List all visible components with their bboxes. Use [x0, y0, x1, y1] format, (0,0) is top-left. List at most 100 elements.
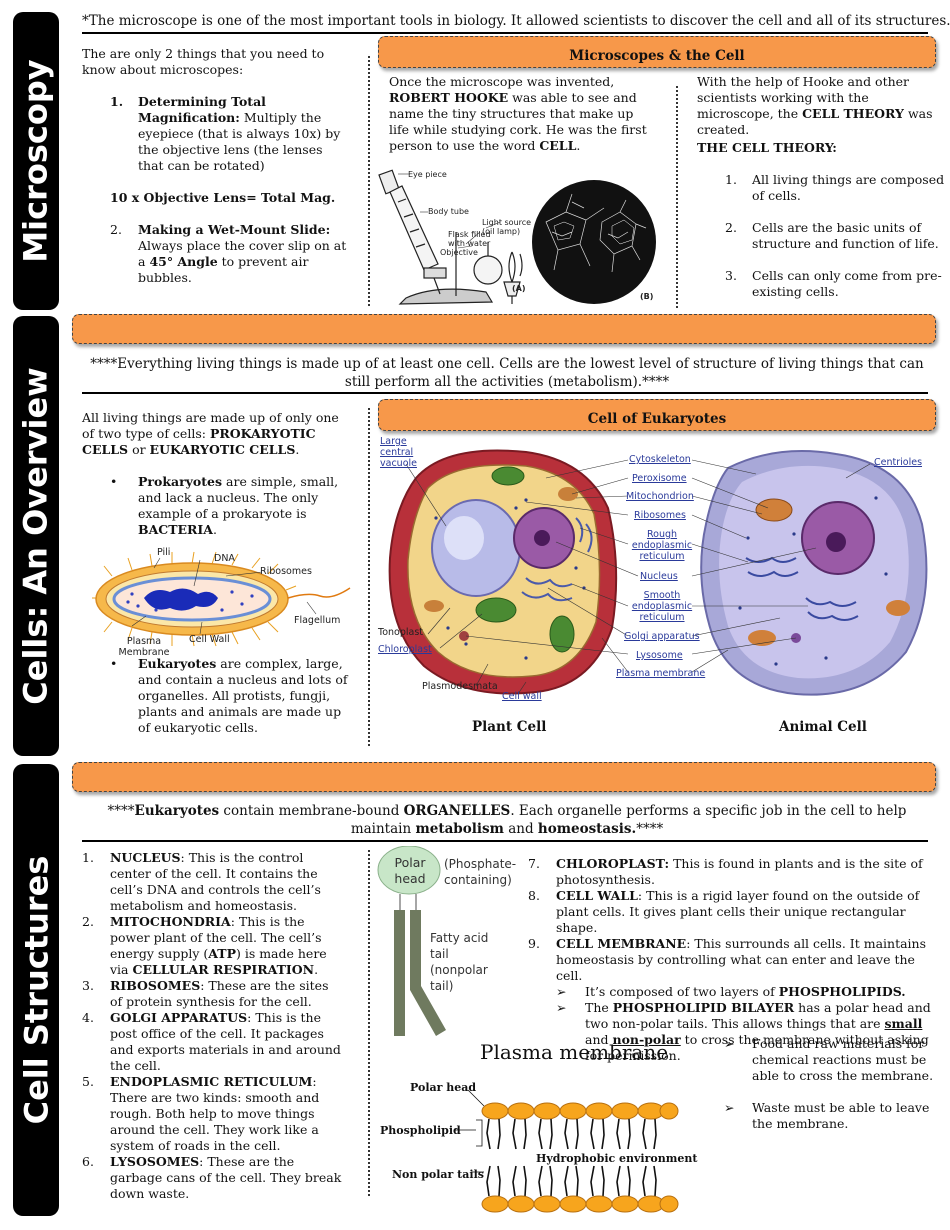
microscopy-item-1: 1. Determining Total Magnification: Mult…	[110, 94, 341, 173]
label-lysosome: Lysosome	[636, 650, 683, 661]
label-centrioles: Centrioles	[874, 457, 923, 468]
divider-overview	[368, 408, 370, 746]
divider-cell-theory	[676, 86, 678, 308]
cell-theory-title: THE CELL THEORY:	[697, 140, 837, 155]
phospholipid-diagram	[377, 846, 446, 1036]
microscopy-column: The are only 2 things that you need to k…	[82, 46, 352, 286]
microscopy-item-2: 2. Making a Wet-Mount Slide: Always plac…	[110, 222, 347, 285]
label-fatty-acid: Fatty acid tail (nonpolar tail)	[430, 931, 489, 993]
microscopy-intro: The are only 2 things that you need to k…	[82, 46, 325, 77]
organelle-cell-membrane: 9.CELL MEMBRANE: This surrounds all cell…	[528, 936, 927, 983]
label-eye-piece: Eye piece	[408, 170, 447, 179]
microscopes-cell-title: Microscopes & the Cell	[569, 48, 745, 64]
label-a: (A)	[512, 284, 526, 293]
bilayer-label-polar-head: Polar head	[410, 1081, 477, 1094]
label-polar-head: Polar head	[394, 855, 426, 886]
label-flagellum: Flagellum	[294, 615, 341, 626]
overview-rule	[82, 392, 928, 394]
bilayer-label-non-polar-tails: Non polar tails	[392, 1168, 484, 1181]
label-rough-er: Rough endoplasmic reticulum	[631, 529, 693, 562]
section-label-microscopy: Microscopy	[17, 59, 55, 263]
eukaryotes-title: Cell of Eukaryotes	[587, 411, 727, 427]
microscopes-cell-header: Microscopes & the Cell	[378, 36, 936, 68]
organelle-mitochondria: 2.MITOCHONDRIA: This is the power plant …	[82, 914, 327, 977]
label-peroxisome: Peroxisome	[632, 473, 687, 484]
label-dna: DNA	[214, 553, 235, 564]
label-cell-wall-bacteria: Cell Wall	[189, 634, 230, 645]
top-quote: *The microscope is one of the most impor…	[82, 13, 950, 29]
label-mitochondrion: Mitochondrion	[626, 491, 694, 502]
sidebar-cell-structures: Cell Structures	[13, 764, 59, 1216]
item1-text: Multiply the eyepiece (that is always 10…	[138, 110, 341, 173]
membrane-sub-2: ➢The PHOSPHOLIPID BILAYER has a polar he…	[556, 1000, 931, 1063]
cell-theory-point-3: 3.Cells can only come from pre-existing …	[725, 268, 942, 299]
organelle-list-right: 7.CHLOROPLAST: This is found in plants a…	[528, 856, 933, 1064]
banner-2	[72, 762, 936, 792]
sidebar-cells-overview: Cells: An Overview	[13, 316, 59, 756]
prokaryotes-bullet: • Prokaryotes are simple, small, and lac…	[110, 474, 339, 537]
structures-rule	[82, 840, 928, 842]
label-large-central-vacuole: Large central vacuole	[380, 436, 417, 469]
membrane-bullets: ➢Food and raw materials for chemical rea…	[696, 1036, 946, 1132]
eukaryotic-cells-diagram	[388, 449, 928, 696]
organelle-ribosomes: 3.RIBOSOMES: These are the sites of prot…	[82, 978, 329, 1009]
organelle-golgi: 4.GOLGI APPARATUS: This is the post offi…	[82, 1010, 341, 1073]
label-flask: Flask filled with water	[448, 230, 491, 248]
organelle-list-left: 1.NUCLEUS: This is the control center of…	[82, 850, 344, 1202]
animal-cell-caption: Animal Cell	[779, 719, 867, 735]
membrane-sub-1: ➢It’s composed of two layers of PHOSPHOL…	[556, 984, 906, 999]
label-plasmodesmata: Plasmodesmata	[422, 681, 498, 692]
overview-quote: ****Everything living things is made up …	[90, 356, 924, 390]
membrane-bullet-waste: ➢Waste must be able to leave the membran…	[724, 1100, 930, 1131]
divider-structures	[368, 850, 370, 1196]
bilayer-diagram	[454, 1089, 679, 1213]
label-body-tube: Body tube	[428, 207, 469, 216]
label-plasma-membrane-bacteria: Plasma Membrane	[118, 636, 170, 658]
sidebar-microscopy: Microscopy	[13, 12, 59, 310]
label-chloroplast: Chloroplast	[378, 644, 432, 655]
cell-theory-intro: With the help of Hooke and other scienti…	[697, 74, 933, 137]
label-phosphate: (Phosphate-containing)	[444, 857, 517, 887]
cell-theory-point-2: 2.Cells are the basic units of structure…	[725, 220, 939, 251]
membrane-bullet-food: ➢Food and raw materials for chemical rea…	[724, 1036, 934, 1083]
item2-title: Making a Wet-Mount Slide:	[138, 222, 331, 237]
label-smooth-er: Smooth endoplasmic reticulum	[631, 590, 693, 623]
overview-column: All living things are made up of only on…	[82, 410, 354, 538]
label-ribosomes-cell: Ribosomes	[634, 510, 686, 521]
bilayer-label-hydrophobic: Hydrophobic environment	[536, 1152, 698, 1165]
bacteria-diagram	[92, 551, 351, 647]
organelle-cell-wall: 8.CELL WALL: This is a rigid layer found…	[528, 888, 920, 935]
top-rule	[82, 32, 928, 34]
label-cell-wall: Cell wall	[502, 691, 542, 702]
organelle-nucleus: 1.NUCLEUS: This is the control center of…	[82, 850, 321, 913]
label-ribosomes-bacteria: Ribosomes	[260, 566, 312, 577]
label-nucleus: Nucleus	[640, 571, 678, 582]
cell-theory-list: 1.All living things are composed of cell…	[697, 172, 949, 300]
organelle-er: 5.ENDOPLASMIC RETICULUM: There are two k…	[82, 1074, 320, 1153]
item1-title: Determining Total Magnification:	[138, 94, 266, 125]
section-label-cell-structures: Cell Structures	[17, 855, 55, 1125]
label-tonoplast: Tonoplast	[378, 627, 423, 638]
banner-1	[72, 314, 936, 344]
plant-cell-caption: Plant Cell	[472, 719, 547, 735]
label-pili: Pili	[157, 547, 171, 558]
cork-cells-image	[532, 180, 656, 304]
bilayer-label-phospholipid: Phospholipid	[380, 1124, 461, 1137]
section-label-cells-overview: Cells: An Overview	[17, 367, 55, 705]
organelle-chloroplast: 7.CHLOROPLAST: This is found in plants a…	[528, 856, 923, 887]
label-b: (B)	[640, 292, 654, 301]
overview-intro: All living things are made up of only on…	[82, 410, 339, 457]
hooke-microscope-diagram	[378, 169, 656, 305]
label-light-source: Light source (oil lamp)	[482, 218, 532, 236]
label-golgi: Golgi apparatus	[624, 631, 700, 642]
eukaryotes-header: Cell of Eukaryotes	[378, 399, 936, 431]
organelle-lysosomes: 6.LYSOSOMES: These are the garbage cans …	[82, 1154, 342, 1201]
plasma-membrane-title: Plasma membrane	[480, 1040, 669, 1064]
hooke-text: Once the microscope was invented, ROBERT…	[389, 74, 647, 153]
cell-theory-point-1: 1.All living things are composed of cell…	[725, 172, 945, 203]
label-plasma-membrane: Plasma membrane	[616, 668, 706, 679]
total-mag-formula: 10 x Objective Lens= Total Mag.	[110, 190, 336, 205]
structures-quote: ****Eukaryotes contain membrane-bound OR…	[107, 803, 907, 837]
divider-microscopy	[368, 56, 370, 306]
eukaryotes-bullet: • Eukaryotes are complex, large, and con…	[110, 656, 348, 735]
